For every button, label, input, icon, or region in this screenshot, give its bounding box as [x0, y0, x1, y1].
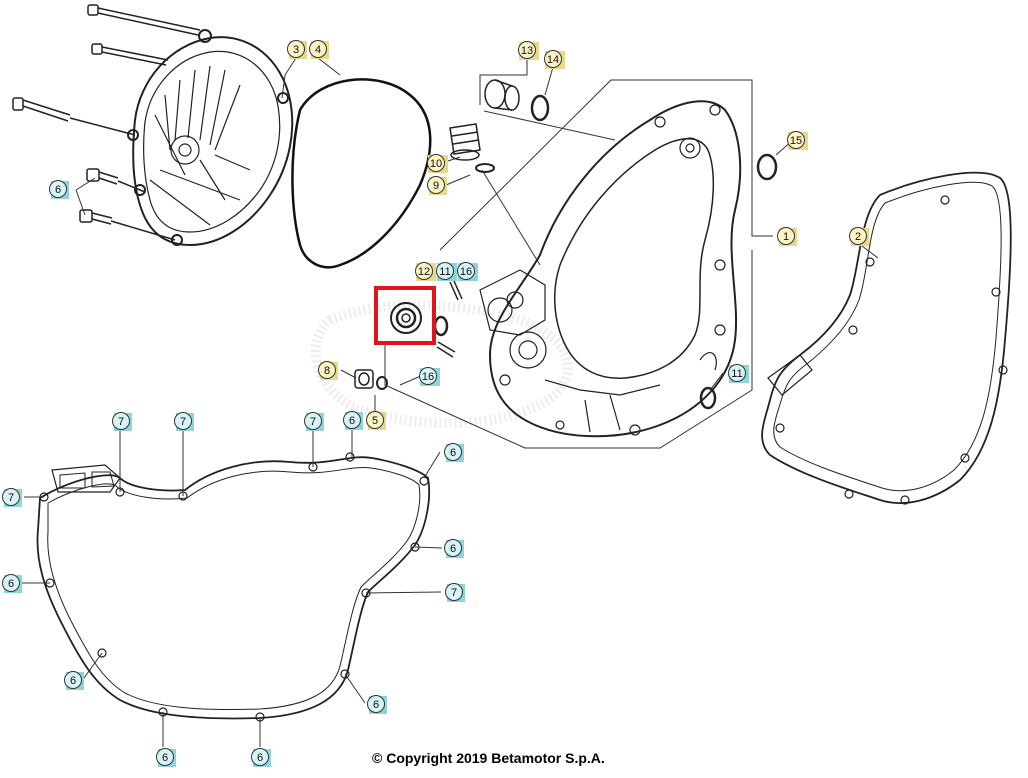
callout-number: 16	[460, 266, 472, 278]
callout-6: 6	[444, 539, 464, 558]
short-bolts	[79, 168, 176, 241]
callout-12: 12	[415, 262, 436, 281]
callout-2: 2	[849, 227, 869, 246]
leader-lines	[22, 57, 879, 747]
callout-number: 6	[349, 415, 355, 427]
callout-15: 15	[787, 131, 808, 150]
callout-number: 15	[790, 135, 802, 147]
callout-7: 7	[304, 412, 324, 431]
callout-number: 16	[422, 371, 434, 383]
callout-11: 11	[728, 364, 749, 383]
callout-number: 11	[731, 368, 742, 380]
callout-number: 6	[70, 675, 76, 687]
callout-number: 5	[372, 415, 378, 427]
callout-number: 14	[547, 54, 559, 66]
callout-16: 16	[457, 262, 478, 281]
cover-gasket-ring	[291, 78, 432, 269]
callout-number: 6	[450, 543, 456, 555]
callout-number: 6	[8, 578, 14, 590]
callout-14: 14	[544, 50, 565, 69]
callout-3: 3	[287, 40, 307, 59]
callout-11: 11	[436, 262, 457, 281]
callout-6: 6	[2, 574, 22, 593]
callout-number: 8	[324, 365, 330, 377]
callout-number: 7	[8, 492, 14, 504]
callout-8: 8	[318, 361, 338, 380]
callout-number: 13	[521, 45, 533, 57]
callout-7: 7	[112, 412, 132, 431]
outer-clutch-cover	[127, 29, 294, 247]
callout-1: 1	[777, 227, 797, 246]
callout-number: 7	[451, 587, 457, 599]
callout-number: 2	[855, 231, 861, 243]
callout-number: 6	[257, 752, 263, 764]
callout-number: 7	[180, 416, 186, 428]
callout-6: 6	[64, 671, 84, 690]
callout-number: 3	[293, 44, 299, 56]
callout-number: 7	[118, 416, 124, 428]
callout-4: 4	[309, 40, 329, 59]
bottom-gasket	[36, 452, 431, 722]
callout-10: 10	[427, 154, 448, 173]
callout-6: 6	[49, 180, 69, 199]
callout-6: 6	[367, 695, 387, 714]
callout-number: 4	[315, 44, 321, 56]
copyright-text: © Copyright 2019 Betamotor S.p.A.	[372, 750, 605, 766]
callout-6: 6	[156, 748, 176, 767]
callout-16: 16	[419, 367, 440, 386]
callout-number: 6	[55, 184, 61, 196]
callout-number: 11	[439, 266, 450, 278]
callout-6: 6	[343, 411, 363, 430]
callout-number: 7	[310, 416, 316, 428]
callout-number: 6	[162, 752, 168, 764]
callout-7: 7	[2, 488, 22, 507]
callout-6: 6	[251, 748, 271, 767]
callout-number: 6	[373, 699, 379, 711]
callout-5: 5	[366, 411, 386, 430]
callout-7: 7	[174, 412, 194, 431]
callout-number: 6	[450, 447, 456, 459]
callout-9: 9	[427, 176, 447, 195]
callout-number: 9	[433, 180, 439, 192]
callout-7: 7	[445, 583, 465, 602]
callout-6: 6	[444, 443, 464, 462]
right-gasket	[761, 171, 1012, 505]
callout-number: 1	[783, 231, 789, 243]
callout-13: 13	[518, 41, 539, 60]
callout-number: 10	[430, 158, 442, 170]
long-bolts	[12, 4, 201, 136]
callout-number: 12	[418, 266, 430, 278]
watermark-logo	[310, 300, 573, 429]
inner-crankcase-cover	[479, 100, 742, 438]
